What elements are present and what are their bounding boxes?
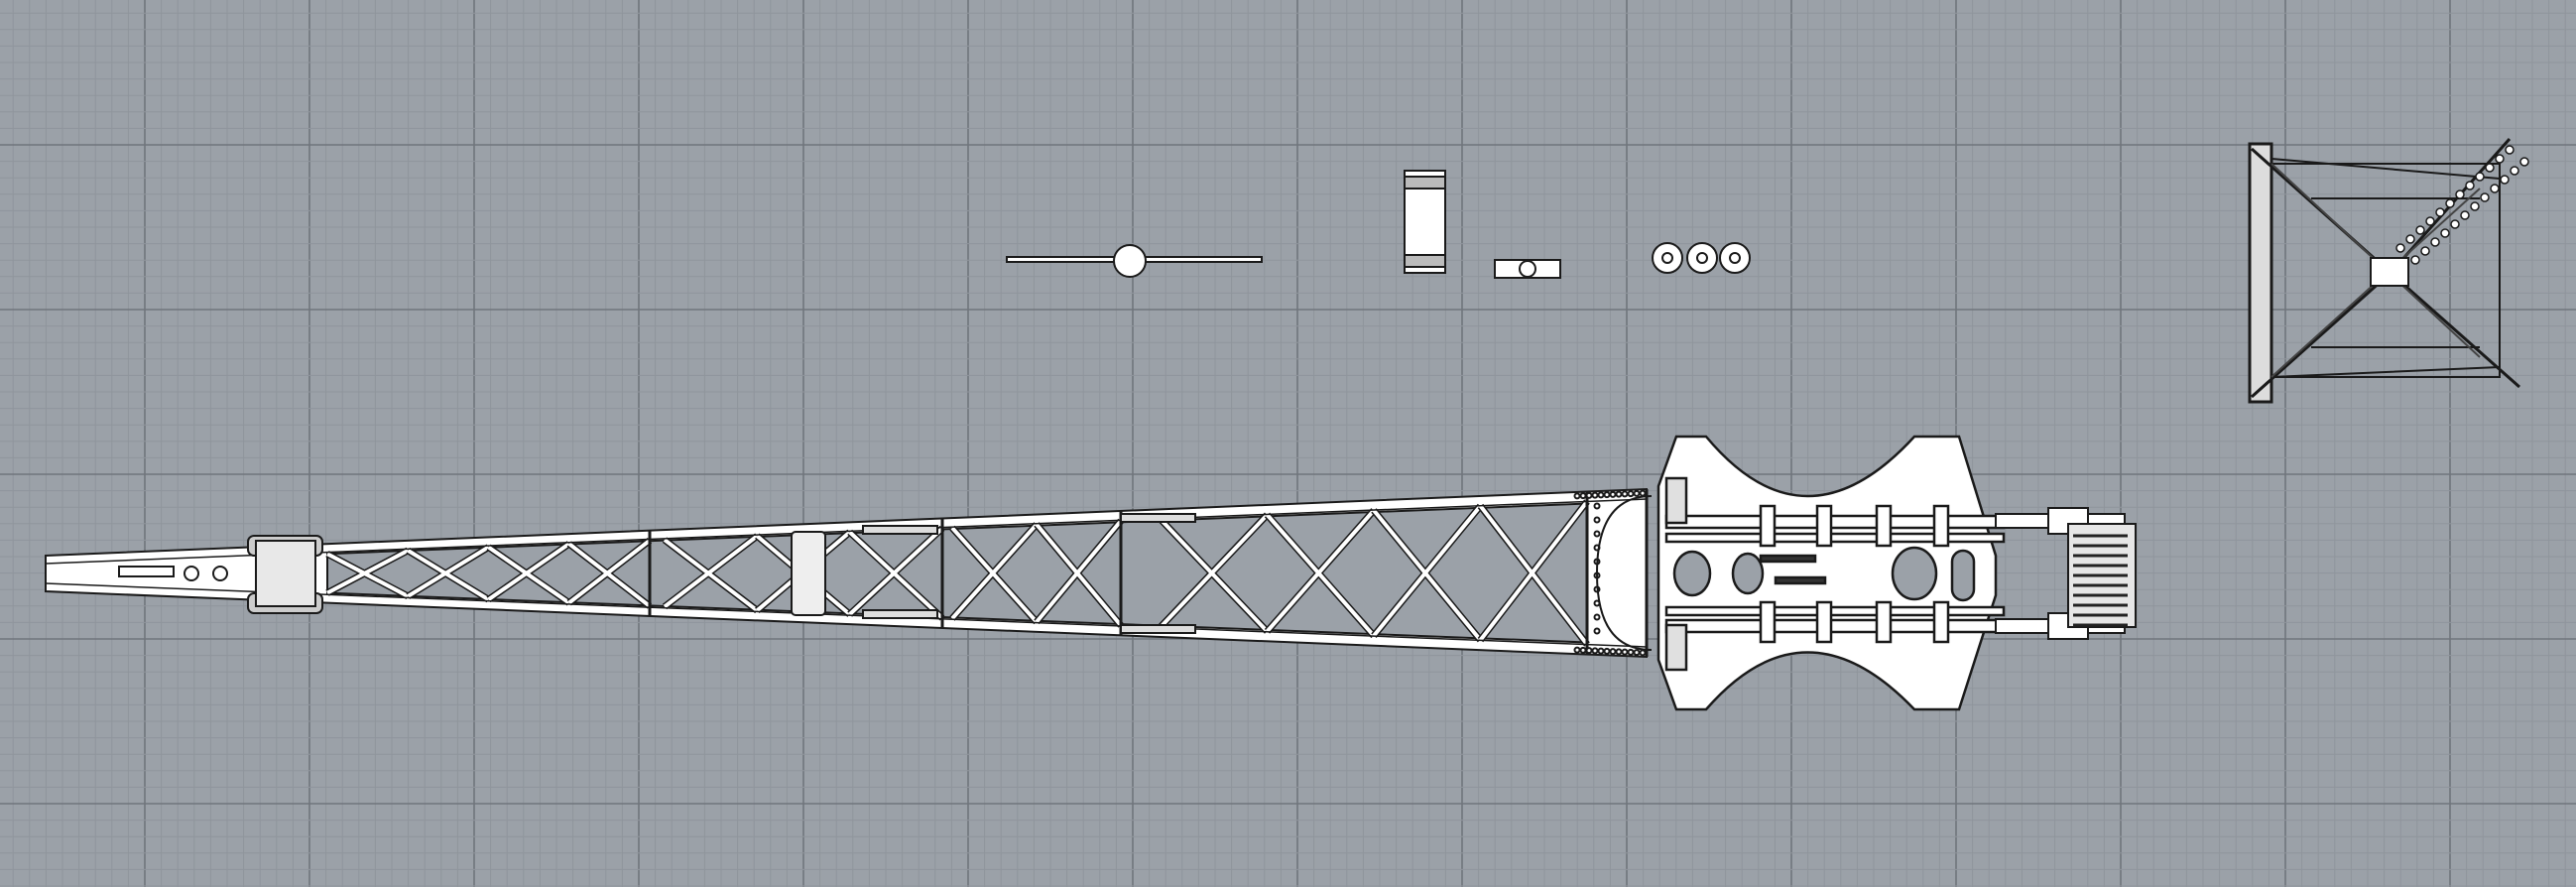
rivet xyxy=(1639,649,1647,657)
truss-diagonal xyxy=(1035,519,1123,627)
rivet xyxy=(1627,490,1635,498)
rivet xyxy=(1591,647,1599,655)
crane-boom-truss[interactable] xyxy=(45,487,1649,659)
rivet xyxy=(1639,489,1647,497)
rivet xyxy=(1609,490,1617,498)
tower-bead xyxy=(2435,207,2445,217)
tower-bead xyxy=(2510,166,2519,176)
rivet xyxy=(1585,491,1593,499)
rivet xyxy=(1609,648,1617,656)
rivet xyxy=(1593,613,1601,621)
tower-bead xyxy=(2410,255,2420,265)
tower-bead xyxy=(2455,190,2465,199)
rivet xyxy=(1593,627,1601,635)
truss-diagonal xyxy=(487,542,570,605)
rivet xyxy=(1593,516,1601,524)
tower-bead xyxy=(2420,246,2430,256)
rivet xyxy=(1633,489,1641,497)
rivet xyxy=(1579,646,1587,654)
tower-bead xyxy=(2405,234,2415,244)
truss-diagonal xyxy=(1265,509,1376,638)
truss-diagonal xyxy=(1372,504,1483,642)
rivet xyxy=(1597,647,1605,655)
tower-bead xyxy=(2485,163,2495,173)
rivet xyxy=(1621,648,1629,656)
tower-bead xyxy=(2475,172,2485,182)
truss-diagonal xyxy=(567,539,652,608)
truss-diagonal xyxy=(950,523,1039,624)
tower-bead xyxy=(2505,145,2515,155)
splice-plate xyxy=(862,525,938,535)
truss-diagonal xyxy=(326,549,410,598)
rivet xyxy=(1579,492,1587,500)
tower-bead xyxy=(2395,243,2405,253)
splice-plate xyxy=(1120,624,1196,634)
tower-bead xyxy=(2519,157,2529,167)
splice-plate xyxy=(1120,513,1196,523)
rivet xyxy=(1597,491,1605,499)
rivet xyxy=(1593,502,1601,510)
truss-diagonal xyxy=(663,534,759,612)
rivet xyxy=(1573,492,1581,500)
tip-hole xyxy=(184,566,199,581)
tower-bead xyxy=(2490,184,2500,193)
truss-diagonal xyxy=(1478,500,1589,646)
tower-bead xyxy=(2430,237,2440,247)
tip-slot xyxy=(118,566,175,577)
tower-bead xyxy=(2500,175,2510,185)
crane-rear-section[interactable] xyxy=(1995,507,2137,640)
rivet xyxy=(1633,649,1641,657)
tower-bead xyxy=(2445,198,2455,208)
splice-plate xyxy=(862,609,938,619)
rivet xyxy=(1573,646,1581,654)
tower-bead xyxy=(2440,228,2450,238)
tower-section[interactable] xyxy=(2248,138,2529,404)
rivet xyxy=(1585,647,1593,655)
truss-diagonal xyxy=(407,545,490,601)
tower-bead xyxy=(2415,225,2425,235)
tip-hole xyxy=(212,566,228,581)
tower-bead xyxy=(2450,219,2460,229)
rivet xyxy=(1593,530,1601,538)
rivet xyxy=(1591,491,1599,499)
rivet xyxy=(1615,490,1623,498)
tower-bead xyxy=(2460,210,2470,220)
sheave-block xyxy=(255,540,316,607)
rivet xyxy=(1627,648,1635,656)
tower-bead xyxy=(2495,154,2505,164)
tower-bead xyxy=(2480,192,2490,202)
small-bracket[interactable] xyxy=(1494,259,1561,279)
truss-diagonal xyxy=(1159,513,1269,633)
tower-bead xyxy=(2465,181,2475,190)
pulley-set[interactable] xyxy=(1652,242,1751,274)
drum-part[interactable] xyxy=(1404,170,1446,274)
rivet xyxy=(1603,647,1611,655)
axle-with-hub[interactable] xyxy=(1006,244,1263,278)
tower-bead xyxy=(2425,216,2435,226)
rivet xyxy=(1621,490,1629,498)
truss-diagonal xyxy=(848,527,944,620)
crane-chassis[interactable] xyxy=(1595,435,2006,711)
tower-bead xyxy=(2470,201,2480,211)
rivet xyxy=(1603,491,1611,499)
boom-drum xyxy=(791,531,826,616)
rivet xyxy=(1615,648,1623,656)
